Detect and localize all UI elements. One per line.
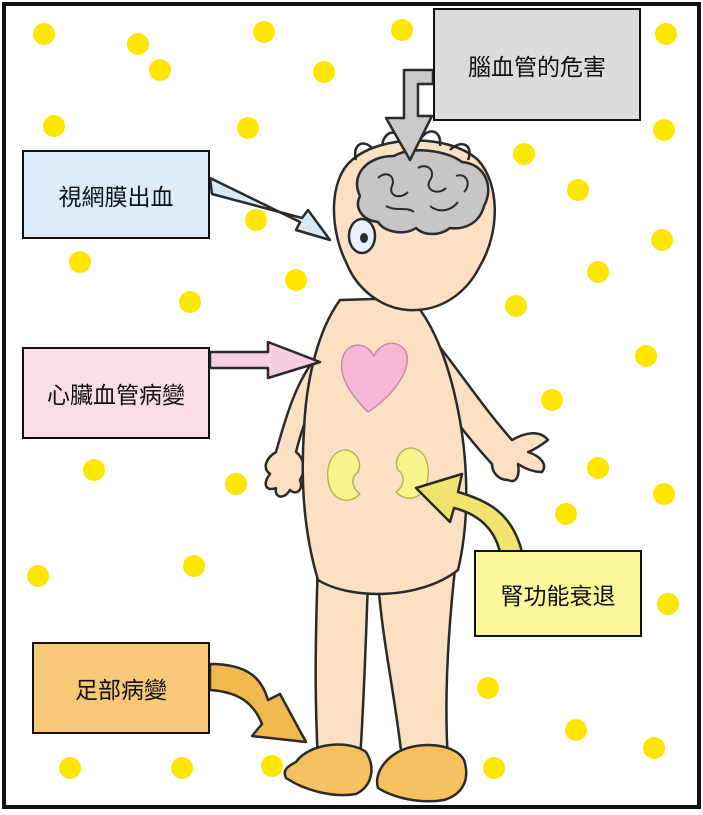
- yellow-dot: [635, 345, 657, 367]
- label-foot-text: 足部病變: [75, 671, 167, 705]
- left-kidney: [328, 450, 360, 500]
- yellow-dot: [555, 503, 577, 525]
- yellow-dot: [237, 117, 259, 139]
- yellow-dot: [261, 755, 283, 777]
- brain: [357, 150, 488, 234]
- label-foot-disease: 足部病變: [32, 642, 210, 734]
- yellow-dot: [43, 115, 65, 137]
- label-kidney-decline: 腎功能衰退: [474, 550, 642, 637]
- yellow-dot: [69, 251, 91, 273]
- yellow-dot: [513, 143, 535, 165]
- yellow-dot: [225, 473, 247, 495]
- yellow-dot: [391, 19, 413, 41]
- yellow-dot: [587, 261, 609, 283]
- label-kidney-text: 腎功能衰退: [501, 577, 616, 611]
- yellow-dot: [653, 483, 675, 505]
- yellow-dot: [483, 757, 505, 779]
- yellow-dot: [313, 61, 335, 83]
- yellow-dot: [477, 677, 499, 699]
- yellow-dot: [643, 737, 665, 759]
- yellow-dot: [541, 389, 563, 411]
- yellow-dot: [183, 555, 205, 577]
- yellow-dot: [59, 757, 81, 779]
- pupil: [360, 233, 368, 243]
- yellow-dot: [171, 757, 193, 779]
- yellow-dot: [567, 179, 589, 201]
- yellow-dot: [149, 59, 171, 81]
- yellow-dot: [253, 21, 275, 43]
- label-retinal-hemorrhage: 視網膜出血: [22, 150, 210, 239]
- yellow-dot: [179, 291, 201, 313]
- label-cardiovascular-disease: 心臟血管病變: [22, 347, 210, 439]
- yellow-dot: [653, 119, 675, 141]
- label-brain-text: 腦血管的危害: [468, 48, 606, 82]
- yellow-dot: [285, 269, 307, 291]
- yellow-dot: [83, 459, 105, 481]
- yellow-dot: [651, 229, 673, 251]
- yellow-dot: [587, 457, 609, 479]
- label-eye-text: 視網膜出血: [59, 178, 174, 212]
- yellow-dot: [657, 593, 679, 615]
- yellow-dot: [655, 23, 677, 45]
- label-brain-vascular-damage: 腦血管的危害: [433, 8, 641, 121]
- yellow-dot: [127, 33, 149, 55]
- yellow-dot: [505, 295, 527, 317]
- yellow-dot: [33, 23, 55, 45]
- yellow-dot: [565, 719, 587, 741]
- label-heart-text: 心臟血管病變: [47, 376, 185, 410]
- yellow-dot: [27, 565, 49, 587]
- yellow-dot: [245, 209, 267, 231]
